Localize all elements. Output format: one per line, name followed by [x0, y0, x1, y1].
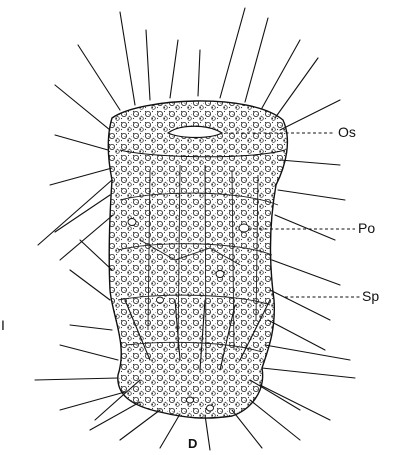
spicule — [120, 12, 135, 105]
spicule — [60, 392, 125, 410]
spicule — [80, 240, 112, 270]
spicule — [146, 30, 150, 100]
spicule — [205, 415, 210, 450]
spicule — [38, 180, 112, 245]
spicule — [55, 195, 110, 232]
spicule — [220, 8, 245, 98]
spicule — [198, 50, 200, 96]
spicule — [275, 58, 318, 118]
spicule — [272, 260, 340, 285]
spicule — [70, 325, 112, 330]
label-os: Os — [338, 124, 356, 140]
spicule — [60, 215, 113, 260]
spicule — [60, 345, 118, 360]
spicule — [262, 40, 300, 108]
spicule — [232, 410, 262, 448]
spicule — [35, 378, 118, 380]
spicule — [70, 270, 110, 300]
spicule — [278, 190, 345, 200]
spicule — [120, 410, 160, 440]
spicule — [170, 40, 178, 98]
spicule — [275, 215, 335, 240]
spicule — [245, 18, 268, 102]
spicule — [160, 414, 180, 448]
spicule — [265, 345, 350, 360]
label-po: Po — [358, 220, 375, 236]
spicule — [90, 402, 140, 430]
spicule — [270, 290, 330, 320]
spicule — [55, 135, 108, 150]
edge-mark: I — [1, 317, 5, 333]
spicule — [260, 385, 330, 420]
spicule — [268, 320, 325, 350]
spicule — [262, 368, 355, 378]
spicule — [50, 168, 112, 185]
panel-letter: D — [188, 436, 197, 451]
spicule — [280, 100, 340, 130]
label-sp: Sp — [362, 288, 379, 304]
spicule — [55, 85, 110, 130]
spicule — [280, 160, 340, 165]
spicule — [78, 45, 120, 110]
sponge-body — [108, 101, 287, 418]
